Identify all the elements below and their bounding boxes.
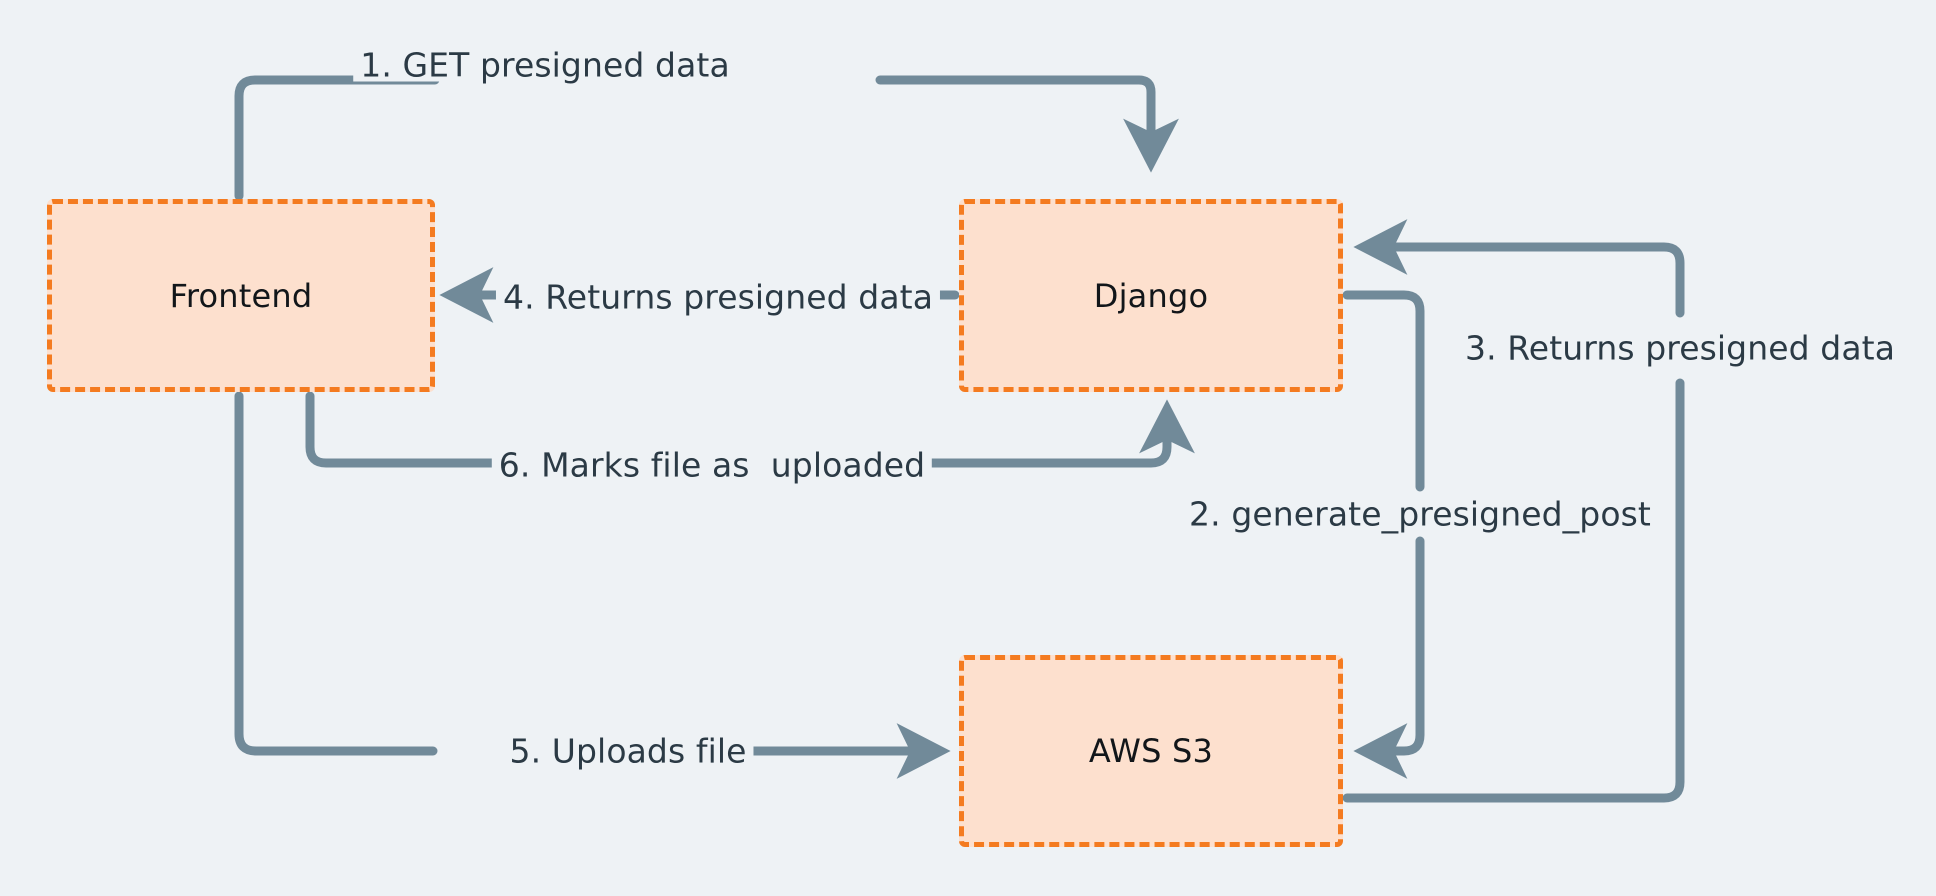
node-aws-s3[interactable]: AWS S3 — [959, 655, 1343, 847]
edge-label-6: 6. Marks file as uploaded — [491, 448, 933, 482]
connector-6-a — [305, 391, 510, 468]
connector-6-b — [915, 399, 1195, 468]
edge-label-4: 4. Returns presigned data — [495, 280, 941, 314]
connector-2-b — [1353, 536, 1425, 779]
edge-label-2: 2. generate_presigned_post — [1182, 497, 1658, 531]
node-django[interactable]: Django — [959, 199, 1343, 392]
connector-2-a — [1342, 290, 1425, 492]
connector-1-b — [875, 75, 1179, 173]
connector-3-a — [1342, 378, 1685, 803]
connector-5-a — [234, 391, 438, 756]
node-aws-s3-label: AWS S3 — [1088, 732, 1214, 770]
node-django-label: Django — [1093, 276, 1209, 315]
node-frontend-label: Frontend — [169, 276, 313, 315]
edge-label-1: 1. GET presigned data — [353, 48, 737, 82]
node-frontend[interactable]: Frontend — [47, 199, 435, 392]
connector-1-a — [234, 75, 440, 201]
connector-3-b — [1353, 219, 1685, 318]
edge-label-3: 3. Returns presigned data — [1457, 331, 1903, 365]
edge-label-5: 5. Uploads file — [502, 734, 754, 768]
